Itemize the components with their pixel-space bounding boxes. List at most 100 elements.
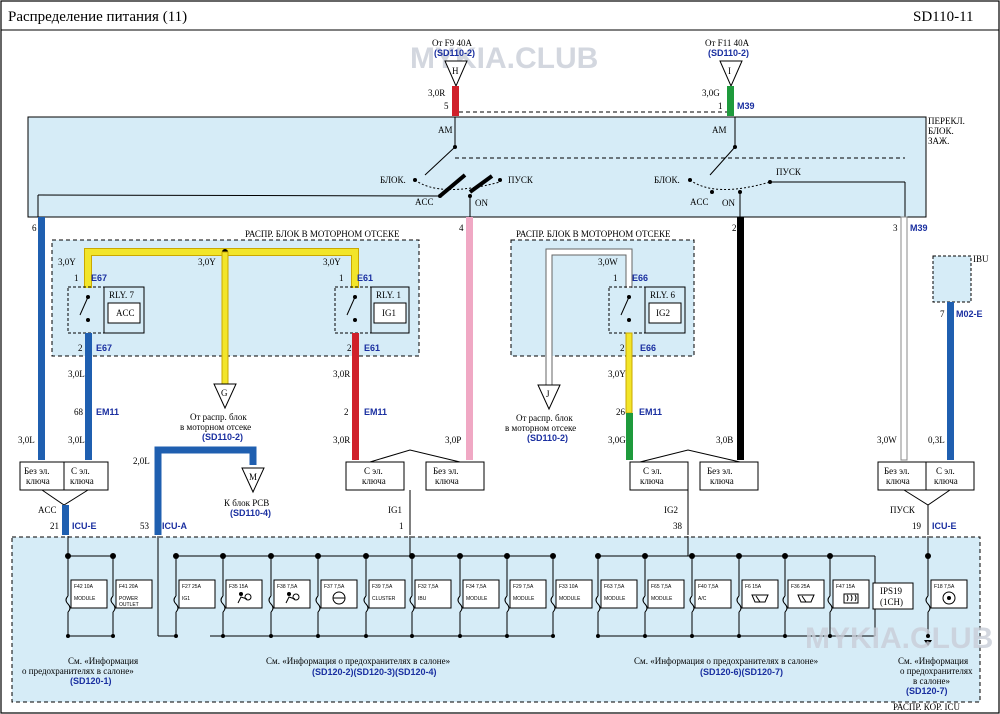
svg-text:ICU-E: ICU-E xyxy=(932,521,957,531)
airbag-icon xyxy=(285,592,300,604)
fuse-name: F47 15A xyxy=(836,584,856,590)
wire-red-ig1 xyxy=(352,333,359,460)
svg-text:RLY. 1: RLY. 1 xyxy=(376,290,401,300)
ips19-name: IPS19 xyxy=(880,586,903,596)
wire-yellow-to-g xyxy=(221,251,229,385)
wire-black xyxy=(737,217,744,460)
page-title: Распределение питания (11) xyxy=(8,9,187,25)
svg-text:ключа: ключа xyxy=(26,476,50,486)
relay-ig2: 1 E66 RLY. 6 IG2 2 E66 xyxy=(608,273,686,353)
svg-text:ПУСК: ПУСК xyxy=(508,175,534,185)
connector-j: J От распр. блок в моторном отсеке (SD11… xyxy=(505,384,576,443)
wire-blue-ibu xyxy=(947,302,954,460)
watermark-top: MYKIA.CLUB xyxy=(410,42,598,75)
svg-text:EM11: EM11 xyxy=(639,407,662,417)
svg-text:7: 7 xyxy=(940,309,945,319)
svg-text:ACC: ACC xyxy=(38,505,57,515)
svg-text:3,0G: 3,0G xyxy=(702,88,720,98)
svg-text:EM11: EM11 xyxy=(96,407,119,417)
svg-text:53: 53 xyxy=(140,521,150,531)
fuse-target: IBU xyxy=(418,596,427,602)
svg-text:С эл.: С эл. xyxy=(643,466,662,476)
ign-title-3: ЗАЖ. xyxy=(928,136,949,146)
svg-text:ключа: ключа xyxy=(934,476,958,486)
svg-text:G: G xyxy=(221,388,228,398)
svg-text:3,0Y: 3,0Y xyxy=(323,257,341,267)
icu-junction-box xyxy=(11,536,981,703)
fuse-name: F6 15A xyxy=(745,584,762,590)
connector-g: G От распр. блок в моторном отсеке (SD11… xyxy=(180,383,251,442)
svg-text:3,0B: 3,0B xyxy=(716,435,733,445)
svg-text:3,0Y: 3,0Y xyxy=(198,257,216,267)
svg-text:ключа: ключа xyxy=(710,476,734,486)
pin-4: 4 xyxy=(459,223,464,233)
ibu-label: IBU xyxy=(973,254,989,264)
fuse-name: F35 15A xyxy=(229,584,249,590)
fuse-target: MODULE xyxy=(604,596,626,602)
fuse-name: F63 7,5A xyxy=(604,584,625,590)
fuse-name: F37 7,5A xyxy=(324,584,345,590)
svg-text:AM: AM xyxy=(712,125,727,135)
fuse-name: F33 10A xyxy=(559,584,579,590)
fuse-name: F36 25A xyxy=(791,584,811,590)
watermark-bottom: MYKIA.CLUB xyxy=(805,622,993,655)
svg-text:IG2: IG2 xyxy=(656,308,670,318)
fuse-name: F39 7,5A xyxy=(372,584,393,590)
svg-text:Без эл.: Без эл. xyxy=(24,466,50,476)
svg-text:IG1: IG1 xyxy=(388,505,402,515)
svg-text:ПУСК: ПУСК xyxy=(776,167,802,177)
key-select-start: Без эл. ключа С эл. ключа ПУСК 19 ICU-E xyxy=(877,461,975,535)
note-1-l2: о предохранителях в салоне» xyxy=(22,666,134,676)
ignition-switch-right: AM БЛОК. ACC ON ПУСК xyxy=(654,117,906,217)
fuse-g2-6: F34 7,5A MODULE xyxy=(457,553,500,638)
airbag-icon xyxy=(237,592,252,604)
svg-text:IG2: IG2 xyxy=(664,505,678,515)
svg-text:ACC: ACC xyxy=(690,197,709,207)
svg-text:ACC: ACC xyxy=(116,308,135,318)
wire-blue-acc xyxy=(85,333,92,460)
svg-text:БЛОК.: БЛОК. xyxy=(380,175,406,185)
note-4-l2: о предохранителях xyxy=(900,666,973,676)
defog-icon xyxy=(843,593,859,604)
svg-text:ICU-E: ICU-E xyxy=(72,521,97,531)
fuse-name: F34 7,5A xyxy=(466,584,487,590)
svg-text:ключа: ключа xyxy=(886,476,910,486)
svg-text:(SD110-4): (SD110-4) xyxy=(230,508,271,518)
ibu-box xyxy=(932,255,972,303)
fuse-target: POWER xyxy=(119,596,138,602)
fuse-target: OUTLET xyxy=(119,602,139,608)
fuse-name: F65 7,5A xyxy=(651,584,672,590)
fuse-name: F42 10A xyxy=(74,584,94,590)
svg-text:Без эл.: Без эл. xyxy=(884,466,910,476)
svg-text:3,0R: 3,0R xyxy=(333,369,350,379)
svg-text:С эл.: С эл. xyxy=(364,466,383,476)
svg-text:68: 68 xyxy=(74,407,84,417)
svg-text:E61: E61 xyxy=(364,343,380,353)
note-2: См. «Информация о предохранителях в сало… xyxy=(266,656,450,666)
fuse-g2-2: F38 7,5A xyxy=(268,553,311,638)
svg-text:EM11: EM11 xyxy=(364,407,387,417)
source-i: От F11 40A (SD110-2) I 3,0G 1 M39 xyxy=(702,38,755,111)
fuse-g2-4: F39 7,5A CLUSTER xyxy=(363,553,406,638)
fuse-target: MODULE xyxy=(466,596,488,602)
ips19-target: (1CH) xyxy=(880,597,903,607)
svg-text:IG1: IG1 xyxy=(382,308,396,318)
fuse-target: CLUSTER xyxy=(372,596,396,602)
wiper-icon xyxy=(751,594,769,603)
svg-text:3,0W: 3,0W xyxy=(598,257,618,267)
fuse-g3-2: F40 7,5AA/C xyxy=(689,553,732,638)
fuse-f18: F18 7,5A xyxy=(925,553,968,638)
source-h: От F9 40A (SD110-2) H 3,0R 5 xyxy=(428,38,475,111)
svg-text:AM: AM xyxy=(438,125,453,135)
fuse-target: A/C xyxy=(698,596,707,602)
fuse-g2-1: F35 15A xyxy=(220,553,263,638)
fuse-name: F32 7,5A xyxy=(418,584,439,590)
svg-text:в моторном отсеке: в моторном отсеке xyxy=(505,423,576,433)
key-select-ig2: С эл. ключа Без эл. ключа IG2 38 xyxy=(629,449,759,535)
fuse-name: F38 7,5A xyxy=(277,584,298,590)
fuse-g2-3: F37 7,5A xyxy=(315,553,358,638)
svg-text:3,0L: 3,0L xyxy=(68,369,85,379)
